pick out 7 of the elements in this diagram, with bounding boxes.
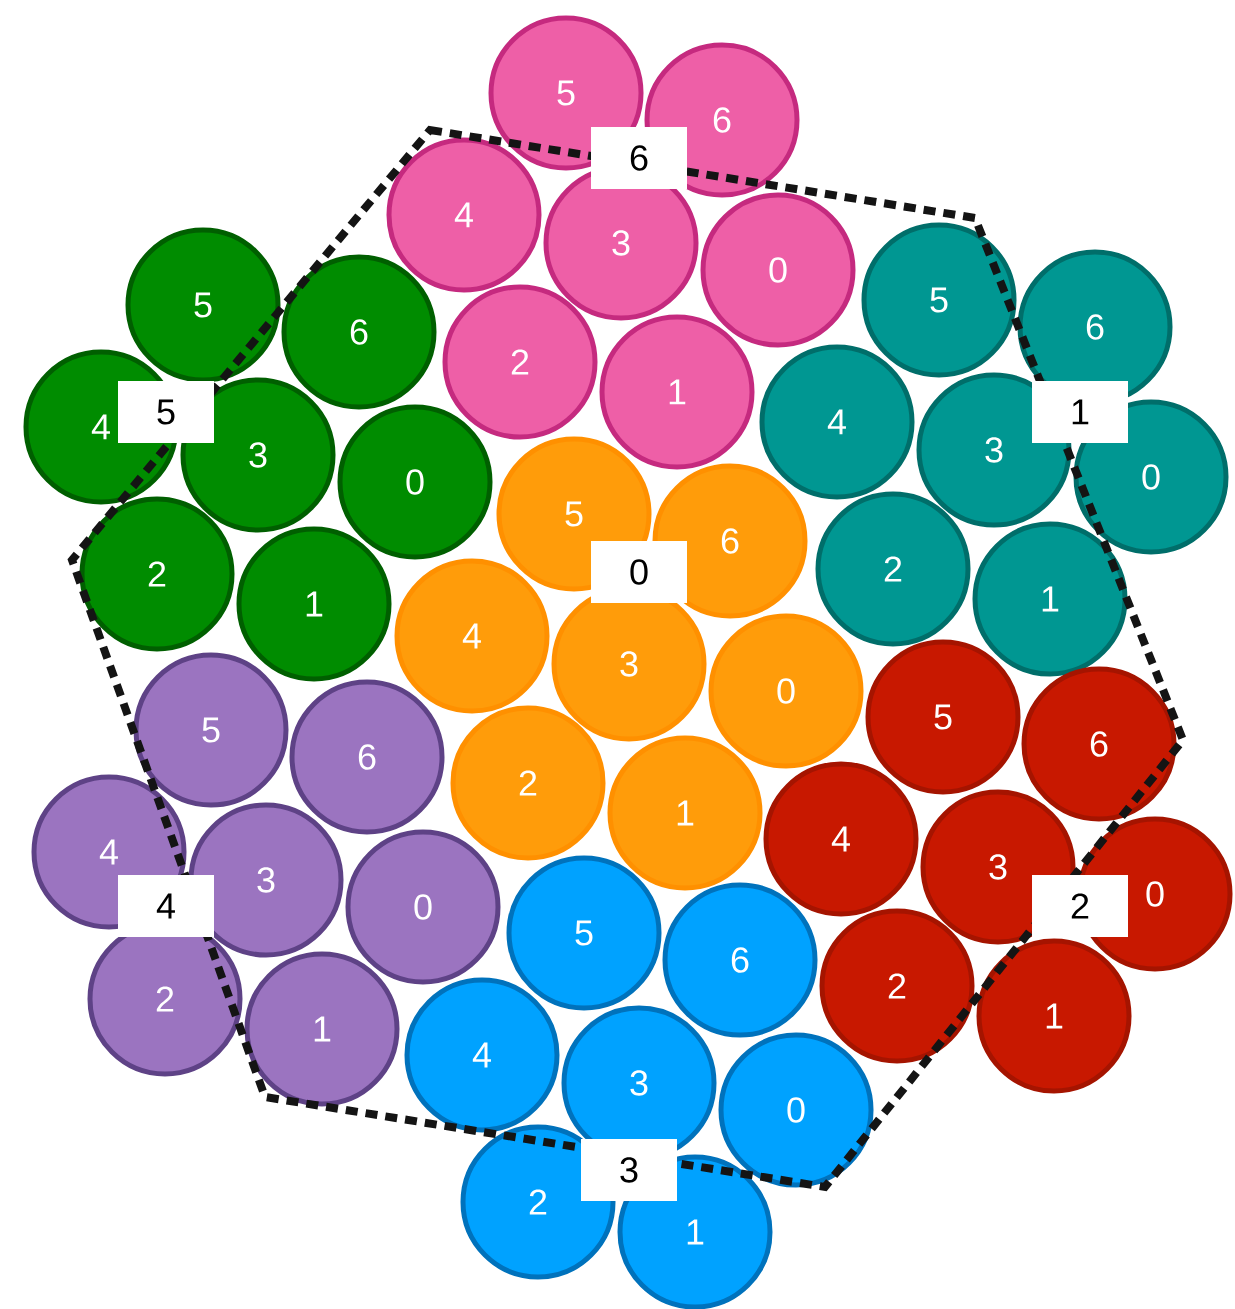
label-box: 6: [591, 127, 687, 189]
label-box: 1: [1032, 381, 1128, 443]
label-box: 5: [118, 381, 214, 443]
label-box: 3: [581, 1139, 677, 1201]
label-box: 2: [1032, 875, 1128, 937]
label-box: 4: [118, 875, 214, 937]
label-box: 0: [591, 541, 687, 603]
